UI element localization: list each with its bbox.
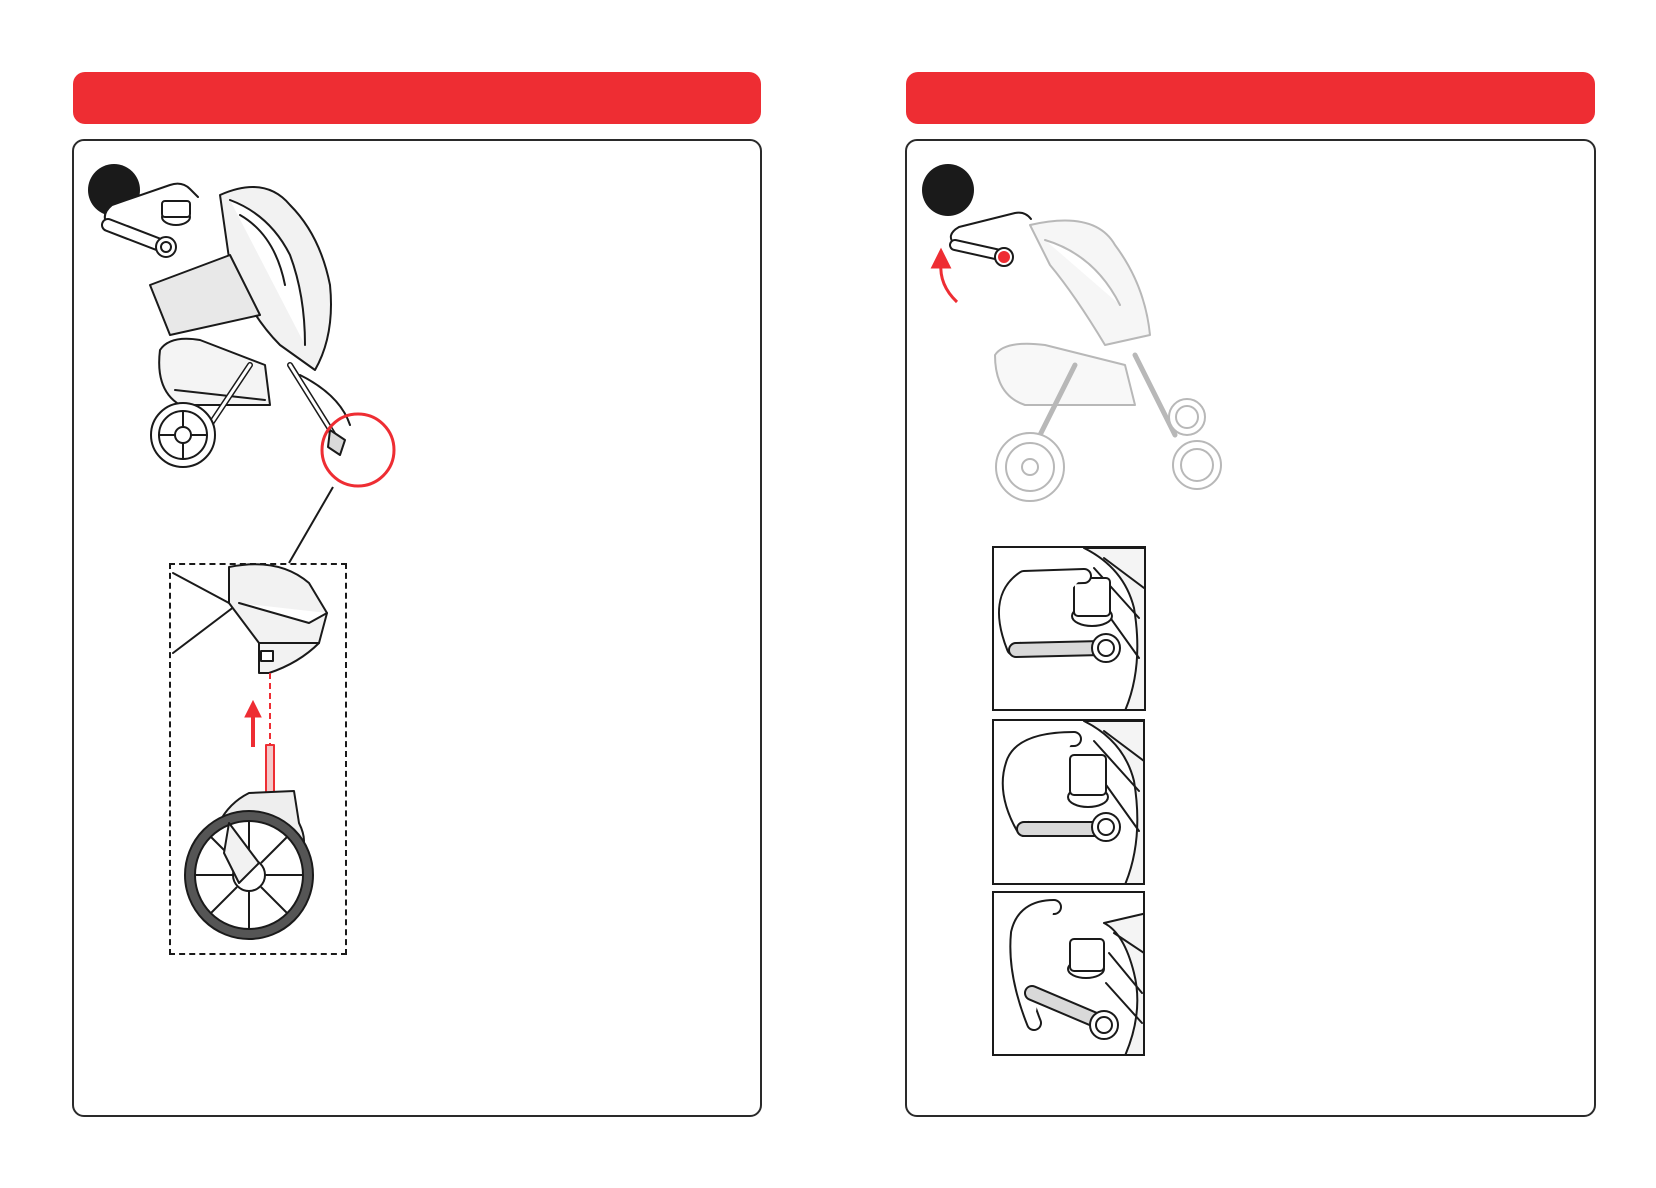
- callout-line: [285, 485, 345, 565]
- front-fork-highlight-circle: [318, 410, 398, 490]
- wheel-attach-detail-illustration: [169, 563, 347, 955]
- handlebar-mid-illustration: [994, 721, 1145, 885]
- handlebar-detail-view-low: [992, 546, 1146, 711]
- handlebar-high-illustration: [994, 893, 1145, 1056]
- handlebar-low-illustration: [994, 548, 1146, 711]
- right-section-header: [906, 72, 1595, 124]
- handlebar-detail-view-high: [992, 891, 1145, 1056]
- stroller-illustration-right: [925, 205, 1245, 525]
- handlebar-detail-view-mid: [992, 719, 1145, 885]
- left-section-header: [73, 72, 761, 124]
